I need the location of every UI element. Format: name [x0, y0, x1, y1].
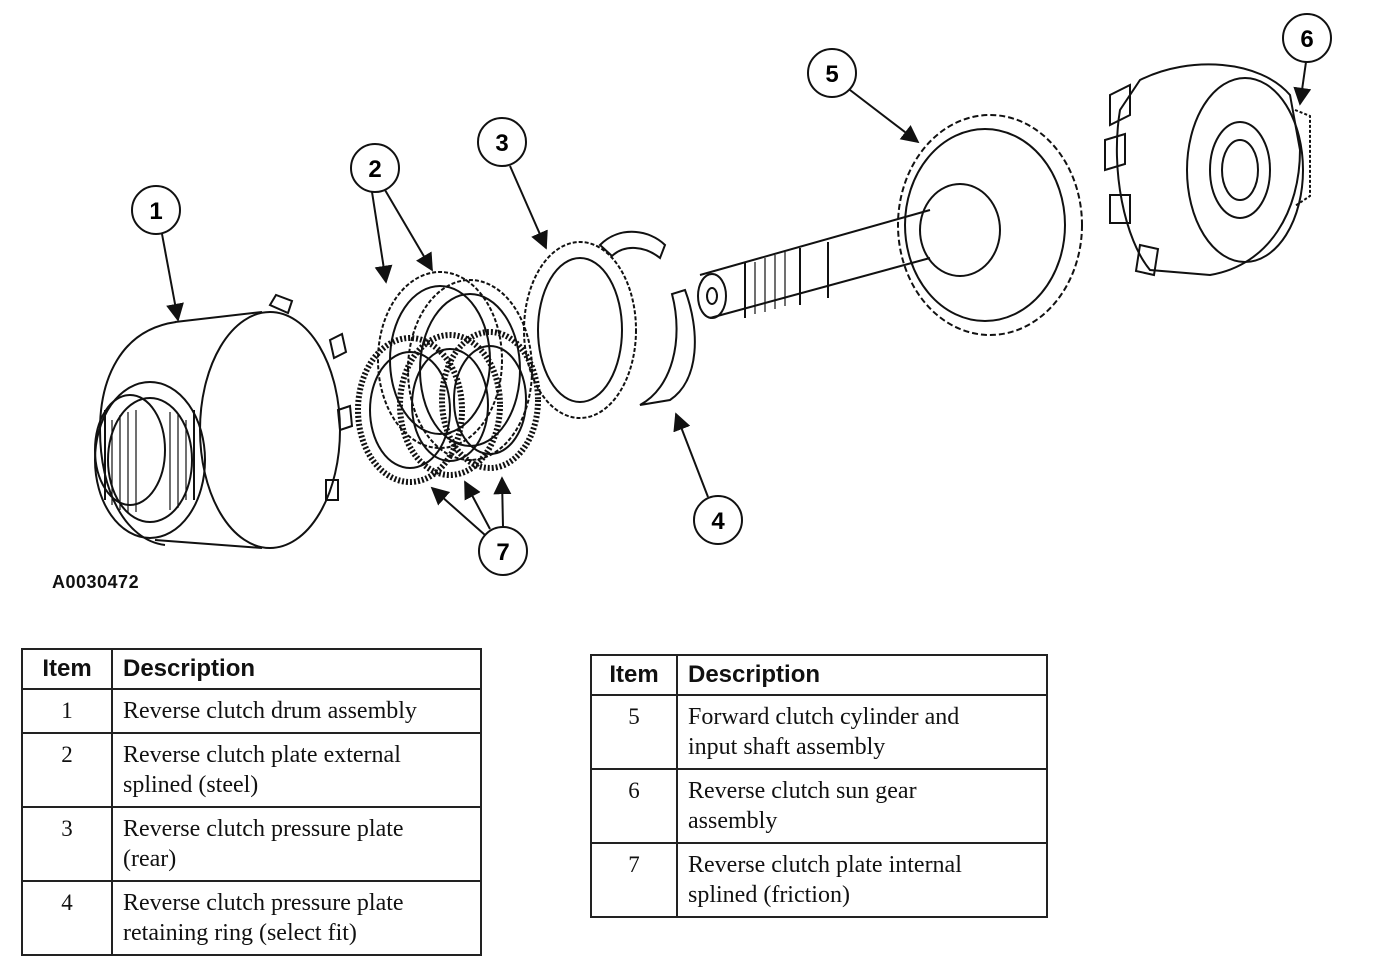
table-header-row: Item Description — [21, 648, 482, 690]
callout-2: 2 — [350, 143, 433, 284]
table-header-row: Item Description — [590, 654, 1048, 696]
sun-gear-drawing — [1104, 63, 1311, 277]
svg-text:5: 5 — [825, 61, 838, 88]
svg-text:7: 7 — [496, 539, 509, 566]
column-header-item: Item — [590, 654, 678, 696]
retaining-ring-drawing — [598, 230, 696, 406]
callout-7: 7 — [430, 476, 528, 576]
svg-text:6: 6 — [1300, 26, 1313, 53]
pressure-plate-drawing — [523, 241, 637, 419]
item-description: Reverse clutch drum assembly — [111, 688, 482, 734]
item-number: 6 — [590, 768, 678, 844]
svg-text:2: 2 — [368, 156, 381, 183]
item-number: 4 — [21, 880, 113, 956]
reverse-clutch-drum-drawing — [94, 293, 354, 549]
item-description: Reverse clutch pressure plate(rear) — [111, 806, 482, 882]
table-row: 1 Reverse clutch drum assembly — [21, 688, 482, 734]
table-row: 3 Reverse clutch pressure plate(rear) — [21, 806, 482, 882]
column-header-description: Description — [676, 654, 1048, 696]
item-number: 2 — [21, 732, 113, 808]
svg-text:1: 1 — [149, 198, 162, 225]
legend-table-right: Item Description 5 Forward clutch cylind… — [590, 654, 1048, 918]
svg-text:3: 3 — [495, 130, 508, 157]
column-header-description: Description — [111, 648, 482, 690]
svg-text:4: 4 — [711, 508, 725, 535]
item-number: 5 — [590, 694, 678, 770]
figure-id: A0030472 — [52, 572, 140, 592]
input-shaft-drawing — [697, 114, 1083, 336]
callout-4: 4 — [673, 412, 743, 545]
callout-5: 5 — [807, 48, 920, 144]
callout-3: 3 — [477, 117, 548, 250]
item-number: 3 — [21, 806, 113, 882]
callout-1: 1 — [131, 185, 184, 322]
item-number: 7 — [590, 842, 678, 918]
item-number: 1 — [21, 688, 113, 734]
legend-table-left: Item Description 1 Reverse clutch drum a… — [21, 648, 482, 956]
column-header-item: Item — [21, 648, 113, 690]
callout-6: 6 — [1282, 13, 1332, 106]
exploded-view-diagram: 1 2 3 4 5 6 7 — [94, 13, 1332, 576]
clutch-plates-drawing — [355, 271, 541, 485]
